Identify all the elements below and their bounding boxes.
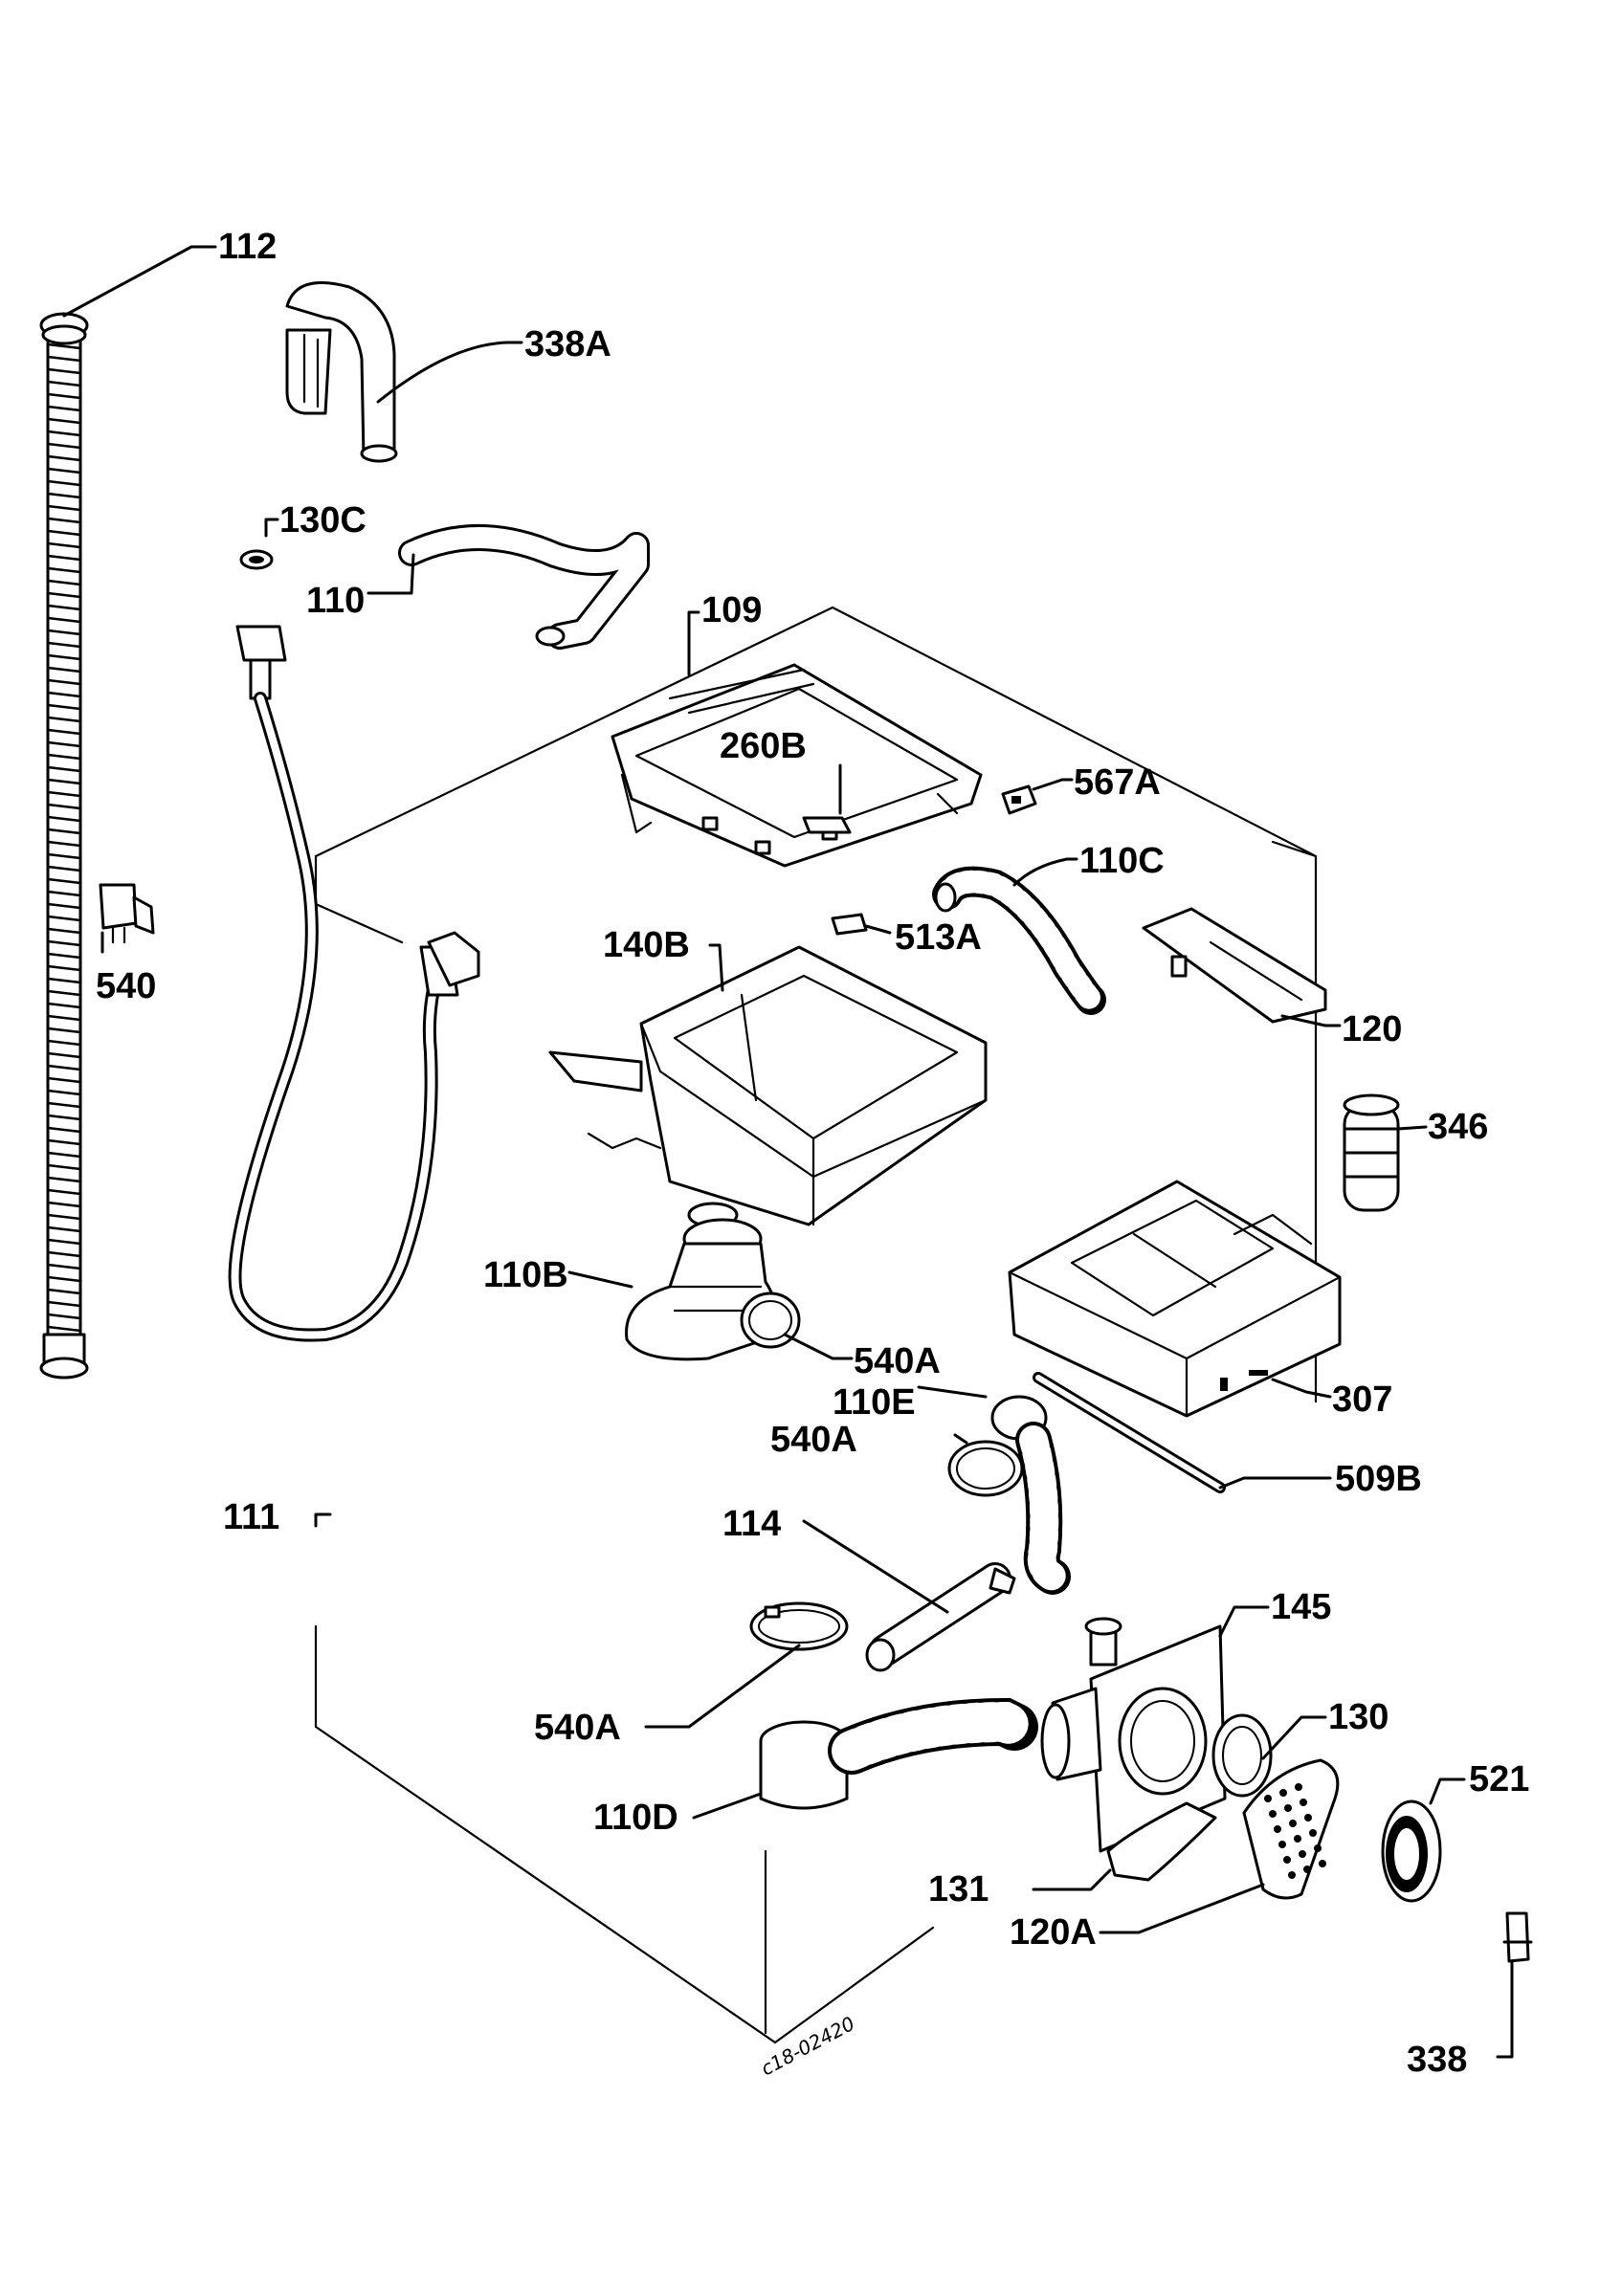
part-307-detergent-drawer: [1008, 1180, 1342, 1418]
label-110E: 110E: [833, 1382, 916, 1423]
label-131: 131: [928, 1869, 989, 1910]
part-110D-drain-bellows: [759, 1697, 1038, 1810]
label-130C: 130C: [279, 500, 367, 541]
label-112: 112: [218, 227, 277, 267]
part-labels: 112 338A 130C 110 109 260B 567A 110C 540…: [96, 227, 1529, 2080]
part-114-pipe: [865, 1562, 1016, 1672]
label-509B: 509B: [1335, 1459, 1422, 1499]
part-120-strip: [1142, 907, 1327, 1024]
part-540-clamp: [99, 883, 155, 944]
part-540A-clamp-3: [749, 1601, 849, 1651]
label-111: 111: [223, 1497, 279, 1537]
part-110E-bellows-hose: [990, 1395, 1071, 1595]
part-112-corrugated-hose: [39, 312, 89, 1380]
label-120: 120: [1342, 1009, 1402, 1049]
label-521: 521: [1469, 1759, 1529, 1799]
part-540A-clamp-2: [947, 1440, 1024, 1497]
label-540A-2: 540A: [770, 1420, 857, 1460]
part-338A-hose-hook: [285, 281, 398, 463]
label-567A: 567A: [1074, 762, 1161, 803]
label-513A: 513A: [895, 917, 982, 958]
part-145-pump-housing: [1040, 1617, 1227, 1853]
label-110B: 110B: [483, 1255, 568, 1295]
label-540A-3: 540A: [534, 1708, 621, 1748]
label-260B: 260B: [720, 726, 807, 766]
part-140B-dispenser-housing: [548, 945, 988, 1228]
label-114: 114: [722, 1504, 781, 1544]
part-130C-seal: [239, 549, 274, 570]
part-521-cap: [1381, 1799, 1442, 1903]
part-111-fill-hose: [228, 625, 480, 1342]
part-346-spring: [1343, 1093, 1400, 1212]
label-140B: 140B: [603, 925, 690, 965]
label-338A: 338A: [524, 324, 611, 364]
part-110C-bellows-hose: [932, 866, 1106, 1015]
part-131-guard: [1106, 1801, 1217, 1882]
leader-lines: [62, 245, 1514, 2059]
part-567A-clip: [1001, 784, 1037, 815]
label-110C: 110C: [1079, 841, 1165, 881]
label-540: 540: [96, 966, 156, 1006]
part-120A-filter: [1242, 1758, 1340, 1900]
part-130-seal: [1211, 1713, 1273, 1798]
label-110D: 110D: [593, 1798, 678, 1838]
label-346: 346: [1428, 1107, 1488, 1147]
label-110: 110: [306, 581, 365, 621]
label-109: 109: [701, 590, 762, 630]
label-540A-1: 540A: [854, 1341, 941, 1381]
cabinet-outline: [314, 606, 1318, 2044]
part-513A: [831, 913, 868, 936]
part-338-clip: [1502, 1911, 1533, 1963]
label-145: 145: [1271, 1587, 1331, 1627]
part-260B: [802, 816, 852, 834]
part-110-hose: [398, 524, 650, 650]
label-120A: 120A: [1010, 1912, 1097, 1953]
drawing-code: c18-02420: [757, 2012, 858, 2081]
label-130: 130: [1328, 1697, 1389, 1737]
label-307: 307: [1332, 1380, 1392, 1420]
label-338: 338: [1407, 2040, 1467, 2080]
part-509B-rod: [1033, 1372, 1226, 1493]
